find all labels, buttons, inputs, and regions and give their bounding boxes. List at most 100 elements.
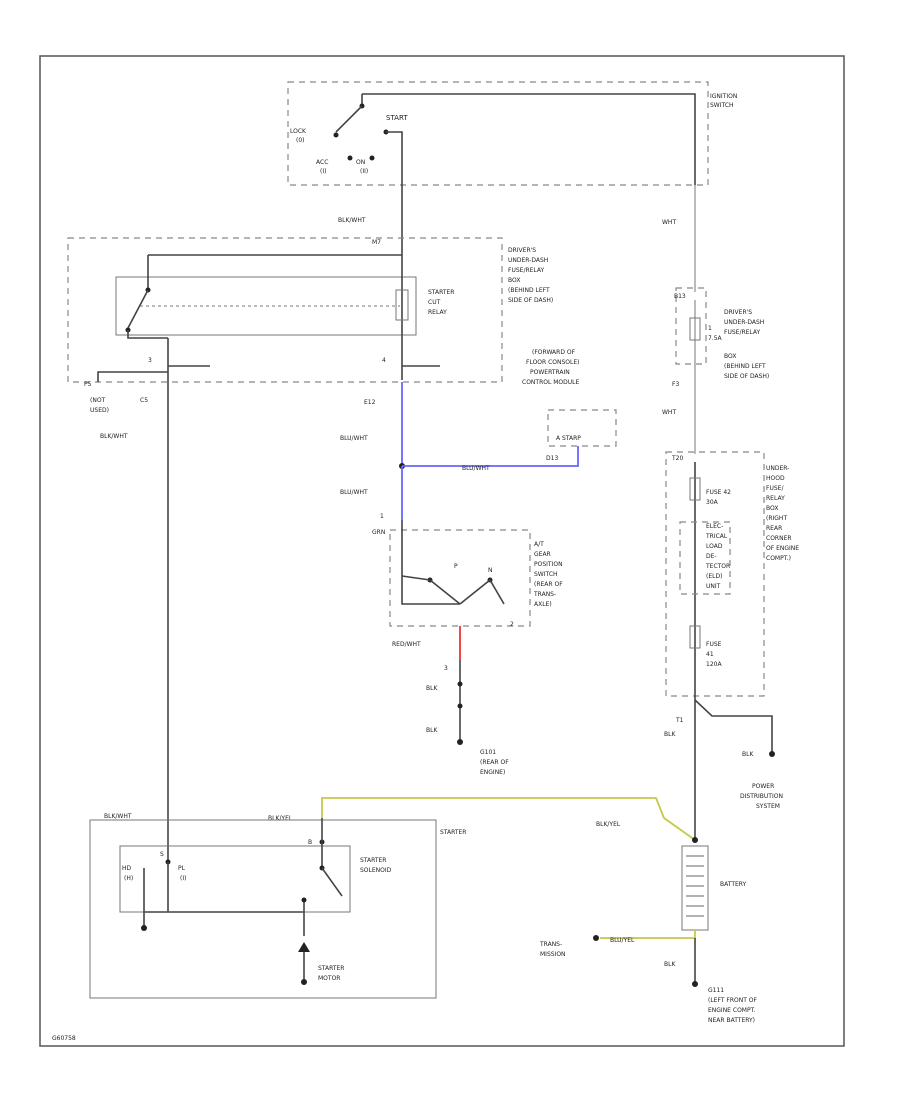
eld-label-3: LOAD (706, 543, 723, 550)
pl-label: PL (178, 865, 186, 872)
fuse-42-label: FUSE 42 (706, 489, 731, 496)
hood-label-3: FUSE/ (766, 485, 784, 492)
g101-node-2 (457, 703, 463, 709)
wire-blu-wht-h: BLU/WHT (462, 465, 490, 472)
wire-blk-1: BLK (426, 685, 438, 692)
relay-label-3: RELAY (428, 309, 447, 316)
wire-wht-2: WHT (662, 409, 676, 416)
starter-motor-label-2: MOTOR (318, 975, 340, 982)
gear-pin-n: N (488, 567, 493, 574)
g101-label-1: G101 (480, 749, 496, 756)
ignition-switch: START LOCK (0) ACC (I) ON (II) IGNITION … (287, 81, 737, 186)
yellow-battery-cable (321, 797, 696, 841)
dash-fuse-label-2: UNDER-DASH (724, 319, 764, 326)
gear-pin-p: P (454, 563, 458, 570)
dash-fuse-box: B13 1 7.5A DRIVER'S UNDER-DASH FUSE/RELA… (672, 287, 769, 388)
relay-coil (395, 289, 409, 321)
pcm-label-3: POWERTRAIN (530, 369, 570, 376)
trans-label-2: MISSION (540, 951, 566, 958)
ignition-lock-num: (0) (296, 137, 305, 144)
gear-pin-1: 1 (380, 513, 384, 520)
battery: BLK/YEL BLK/YEL BATTERY BLU/YEL TRANS- M… (268, 797, 758, 1024)
relay-pin-e12: E12 (364, 399, 376, 406)
eld-label-6: (ELD) (706, 573, 722, 580)
starter-pin-s-label: S (160, 851, 164, 858)
wire-blk-2: BLK (426, 727, 438, 734)
relay-switch-blade (127, 289, 149, 329)
relay-pin-4: 4 (382, 357, 386, 364)
starter-motor-node (301, 979, 307, 985)
gear-blade-n (459, 578, 505, 605)
relay-not-used-2: USED) (90, 407, 109, 414)
relay-not-used-1: (NOT (90, 397, 106, 404)
fuse-42-amps: 30A (706, 499, 719, 506)
gear-label-6: TRANS- (533, 591, 556, 598)
wire-blk-wht-top: BLK/WHT (338, 217, 366, 224)
ignition-lock-label: LOCK (290, 128, 307, 135)
relay-switch-out (127, 330, 168, 339)
pcm-pin: A STARP (556, 435, 581, 442)
starter-solenoid-box (119, 845, 351, 913)
g101-num: 3 (444, 665, 448, 672)
wire-blu-wht-2: BLU/WHT (340, 489, 368, 496)
wire-blu-wht-1: BLU/WHT (340, 435, 368, 442)
ignition-acc-label: ACC (316, 159, 328, 166)
blue-wire-to-pcm (402, 446, 579, 467)
starter-cut-relay-box: M7 3 4 STARTER CUT RELAY DRIVER'S UNDER-… (67, 237, 553, 414)
hood-fuse-pin-bottom: T1 (675, 717, 684, 724)
power-dist-label-1: POWER (752, 783, 774, 790)
solenoid-contact-bottom (301, 897, 307, 903)
gear-pin-grn: GRN (372, 529, 385, 536)
fuse-41 (689, 625, 701, 649)
hood-label-8: CORNER (766, 535, 792, 542)
relay-label-2: CUT (428, 299, 441, 306)
starter-pin-b-label: B (308, 839, 312, 846)
starter-motor-label-1: STARTER (318, 965, 344, 972)
g111-label-2: (LEFT FRONT OF (708, 997, 758, 1004)
relay-box-label-2: UNDER-DASH (508, 257, 548, 264)
pcm-label-1: (FORWARD OF (532, 349, 576, 356)
gear-label-4: SWITCH (534, 571, 558, 578)
solenoid-label-1: STARTER (360, 857, 386, 864)
fuse-42 (689, 477, 701, 501)
battery-pos-node (692, 837, 698, 843)
g111-label-1: G111 (708, 987, 724, 994)
fuse-41-amps: 120A (706, 661, 722, 668)
hood-label-4: RELAY (766, 495, 785, 502)
relay-box-label-4: BOX (508, 277, 520, 284)
ignition-contact-lock (333, 132, 339, 138)
starter-cut-relay (115, 276, 417, 336)
g101-label-2: (REAR OF (480, 759, 509, 766)
ignition-on-num: (II) (360, 168, 368, 175)
relay-pin-m7: M7 (372, 239, 381, 246)
wire-blk-dist: BLK (742, 751, 754, 758)
gear-switch-box (389, 529, 531, 627)
eld-unit-box (679, 521, 731, 595)
battery-body (681, 845, 709, 931)
relay-pin-c5: C5 (140, 397, 148, 404)
relay-label-1: STARTER (428, 289, 454, 296)
battery-cells (686, 855, 704, 917)
wire-blk-wht-left: BLK/WHT (100, 433, 128, 440)
eld-label-1: ELEC- (706, 523, 723, 530)
dash-fuse-amps: 7.5A (708, 335, 723, 342)
ignition-wire-top (362, 93, 696, 185)
pcm-pin-num: D13 (546, 455, 558, 462)
power-dist-label-2: DISTRIBUTION (740, 793, 783, 800)
power-dist-label-3: SYSTEM (756, 803, 780, 810)
solenoid-blade (321, 867, 343, 897)
ignition-acc-num: (I) (320, 168, 326, 175)
starter-outline (89, 819, 437, 999)
dash-fuse-label-1: DRIVER'S (724, 309, 752, 316)
starter-ground-node (141, 925, 147, 931)
pcm-label-2: FLOOR CONSOLE) (526, 359, 580, 366)
eld-label-2: TRICAL (705, 533, 728, 540)
ignition-start-wire (386, 131, 403, 185)
ignition-start-label: START (386, 114, 408, 122)
relay-box-label-3: FUSE/RELAY (508, 267, 545, 274)
fuse-41-num: 41 (706, 651, 714, 658)
pcm-box (547, 409, 617, 447)
wire-blk-wht-starter: BLK/WHT (104, 813, 132, 820)
fuse-41-label: FUSE (706, 641, 722, 648)
dash-fuse-outline (675, 287, 707, 365)
